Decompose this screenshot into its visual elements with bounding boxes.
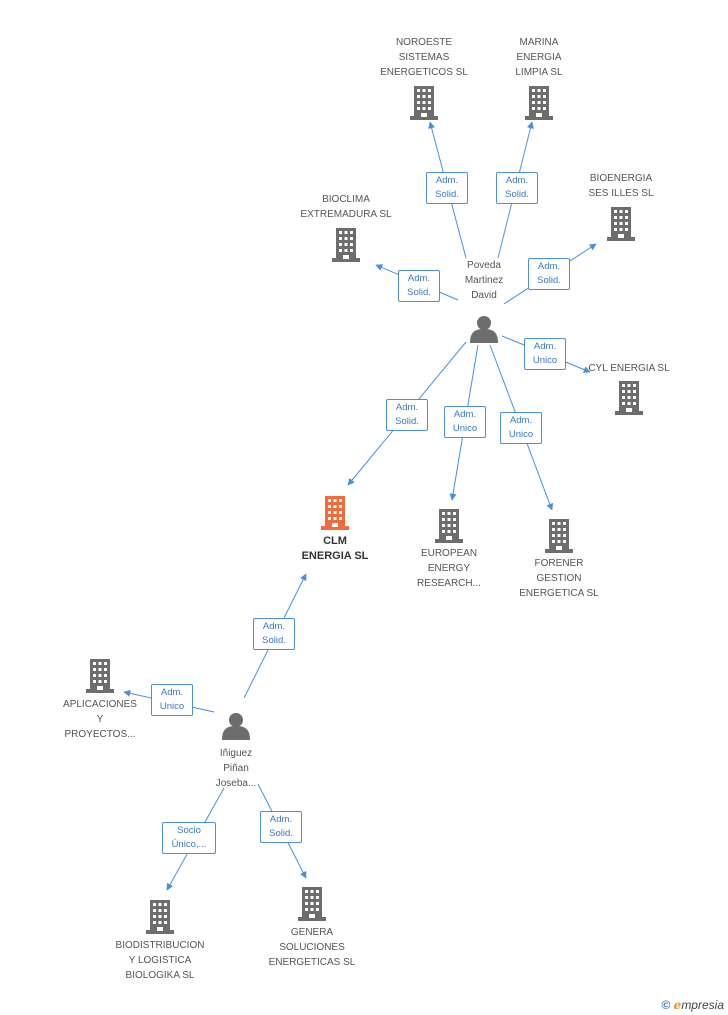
edge-label-iniguez-biodistribucion[interactable]: Socio Único,...: [162, 822, 216, 854]
building-icon: [146, 900, 174, 934]
brand-logo-icon: ℯ: [673, 998, 682, 1012]
building-icon: [332, 228, 360, 262]
edge-label-poveda-european[interactable]: Adm. Unico: [444, 406, 486, 438]
company-node-genera[interactable]: GENERA SOLUCIONES ENERGETICAS SL: [256, 887, 368, 970]
company-label: FORENER GESTION ENERGETICA SL: [519, 558, 599, 599]
company-label: GENERA SOLUCIONES ENERGETICAS SL: [268, 927, 356, 968]
copyright-symbol: ©: [661, 998, 671, 1012]
person-icon: [222, 712, 250, 740]
company-node-bioenergia[interactable]: BIOENERGIA SES ILLES SL: [570, 171, 672, 241]
company-label: MARINA ENERGIA LIMPIA SL: [515, 37, 563, 78]
edge-label-iniguez-genera[interactable]: Adm. Solid.: [260, 811, 302, 843]
edge-label-iniguez-aplicaciones[interactable]: Adm. Unico: [151, 684, 193, 716]
company-node-marina[interactable]: MARINA ENERGIA LIMPIA SL: [488, 35, 590, 120]
building-icon: [410, 86, 438, 120]
person-label: Iñiguez Piñan Joseba...: [215, 748, 257, 789]
company-node-bioclima[interactable]: BIOCLIMA EXTREMADURA SL: [286, 192, 406, 262]
footer-brand: © ℯmpresia: [661, 998, 724, 1012]
building-icon: [545, 519, 573, 553]
building-icon: [607, 207, 635, 241]
company-node-noroeste[interactable]: NOROESTE SISTEMAS ENERGETICOS SL: [368, 35, 480, 120]
edge-label-iniguez-clm[interactable]: Adm. Solid.: [253, 618, 295, 650]
company-node-biodistribucion[interactable]: BIODISTRIBUCION Y LOGISTICA BIOLOGIKA SL: [104, 900, 216, 983]
building-icon: [298, 887, 326, 921]
person-node-poveda[interactable]: Poveda Martinez David: [440, 258, 528, 343]
building-icon: [615, 381, 643, 415]
edge-label-poveda-cyl[interactable]: Adm. Unico: [524, 338, 566, 370]
company-label: CYL ENERGIA SL: [588, 363, 670, 374]
brand-name: mpresia: [681, 998, 724, 1012]
company-node-european[interactable]: EUROPEAN ENERGY RESEARCH...: [398, 509, 500, 591]
building-icon-highlighted: [321, 496, 349, 530]
company-label: NOROESTE SISTEMAS ENERGETICOS SL: [380, 37, 468, 78]
company-label: CLM ENERGIA SL: [301, 535, 369, 562]
edge-label-poveda-noroeste[interactable]: Adm. Solid.: [426, 172, 468, 204]
company-label: EUROPEAN ENERGY RESEARCH...: [417, 548, 481, 589]
person-label: Poveda Martinez David: [464, 260, 504, 301]
person-node-iniguez[interactable]: Iñiguez Piñan Joseba...: [192, 712, 280, 791]
building-icon: [86, 659, 114, 693]
building-icon: [435, 509, 463, 543]
company-node-clm[interactable]: CLM ENERGIA SL: [284, 496, 386, 564]
edge-label-poveda-bioenergia[interactable]: Adm. Solid.: [528, 258, 570, 290]
person-icon: [470, 315, 498, 343]
company-label: APLICACIONES Y PROYECTOS...: [63, 699, 137, 740]
edge-label-poveda-forener[interactable]: Adm. Unico: [500, 412, 542, 444]
company-node-forener[interactable]: FORENER GESTION ENERGETICA SL: [506, 519, 612, 601]
edge-label-poveda-marina[interactable]: Adm. Solid.: [496, 172, 538, 204]
edge-label-poveda-bioclima[interactable]: Adm. Solid.: [398, 270, 440, 302]
company-label: BIODISTRIBUCION Y LOGISTICA BIOLOGIKA SL: [115, 940, 205, 981]
company-node-cyl[interactable]: CYL ENERGIA SL: [576, 361, 682, 415]
edge-label-poveda-clm[interactable]: Adm. Solid.: [386, 399, 428, 431]
building-icon: [525, 86, 553, 120]
company-node-aplicaciones[interactable]: APLICACIONES Y PROYECTOS...: [50, 659, 150, 742]
company-label: BIOCLIMA EXTREMADURA SL: [300, 194, 392, 220]
company-label: BIOENERGIA SES ILLES SL: [588, 173, 654, 199]
